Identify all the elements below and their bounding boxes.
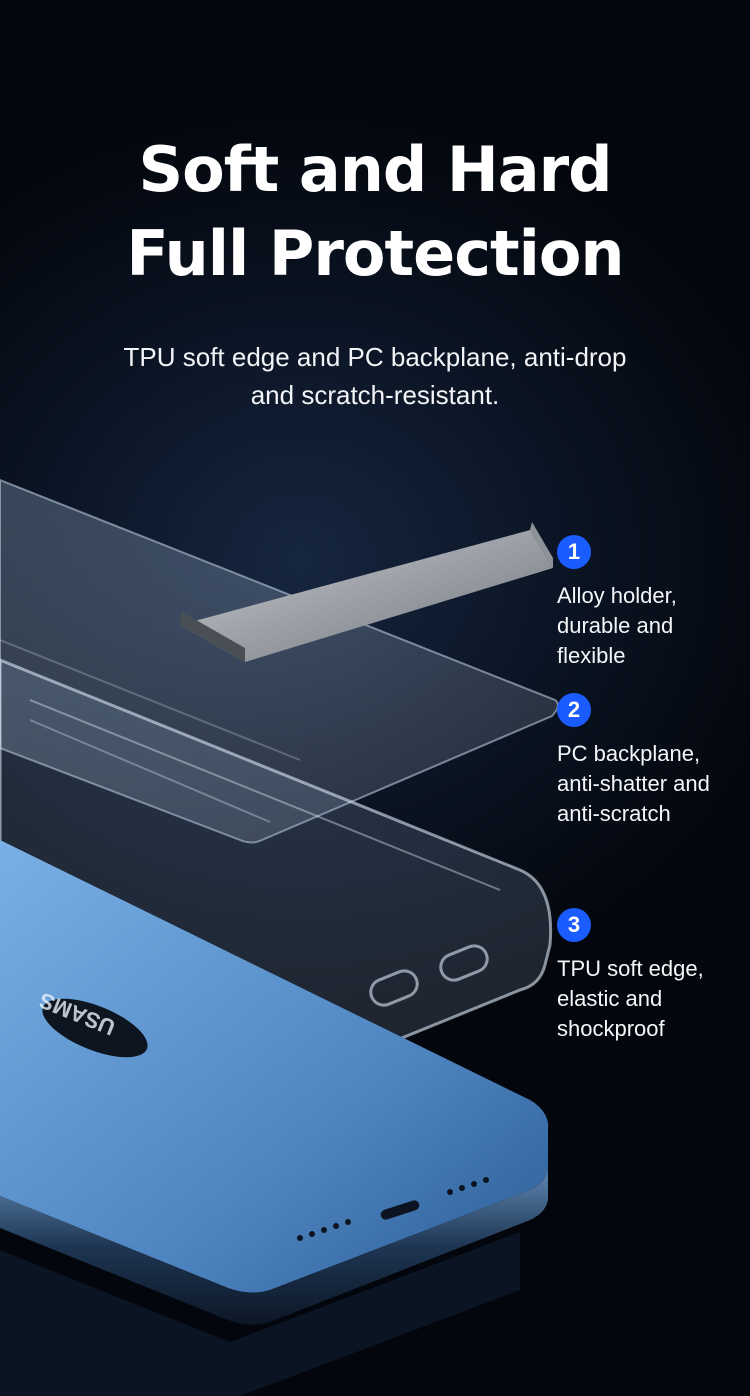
feature-alloy-holder: 1 Alloy holder, durable and flexible <box>557 535 747 671</box>
feature-number-badge: 2 <box>557 693 591 727</box>
feature-line: anti-shatter and <box>557 771 710 796</box>
headline: Soft and Hard Full Protection <box>0 128 750 296</box>
pc-backplane <box>0 478 559 844</box>
feature-line: elastic and <box>557 986 663 1011</box>
phone-body: USAMS <box>0 840 549 1325</box>
headline-line-2: Full Protection <box>126 217 624 290</box>
feature-line: flexible <box>557 643 626 668</box>
exploded-phone-case-illustration: USAMS <box>0 478 559 1396</box>
feature-line: durable and <box>557 613 674 638</box>
feature-line: PC backplane, <box>557 741 701 766</box>
phone-reflection <box>0 1232 520 1396</box>
subtitle: TPU soft edge and PC backplane, anti-dro… <box>60 338 690 414</box>
feature-pc-backplane: 2 PC backplane, anti-shatter and anti-sc… <box>557 693 747 829</box>
feature-number-badge: 3 <box>557 908 591 942</box>
feature-line: TPU soft edge, <box>557 956 704 981</box>
feature-number-badge: 1 <box>557 535 591 569</box>
subtitle-line-1: TPU soft edge and PC backplane, anti-dro… <box>123 342 627 372</box>
alloy-holder <box>180 522 553 662</box>
feature-line: shockproof <box>557 1016 665 1041</box>
feature-line: Alloy holder, <box>557 583 677 608</box>
feature-line: anti-scratch <box>557 801 671 826</box>
feature-tpu-soft-edge: 3 TPU soft edge, elastic and shockproof <box>557 908 747 1044</box>
headline-line-1: Soft and Hard <box>138 133 612 206</box>
subtitle-line-2: and scratch-resistant. <box>250 380 500 410</box>
